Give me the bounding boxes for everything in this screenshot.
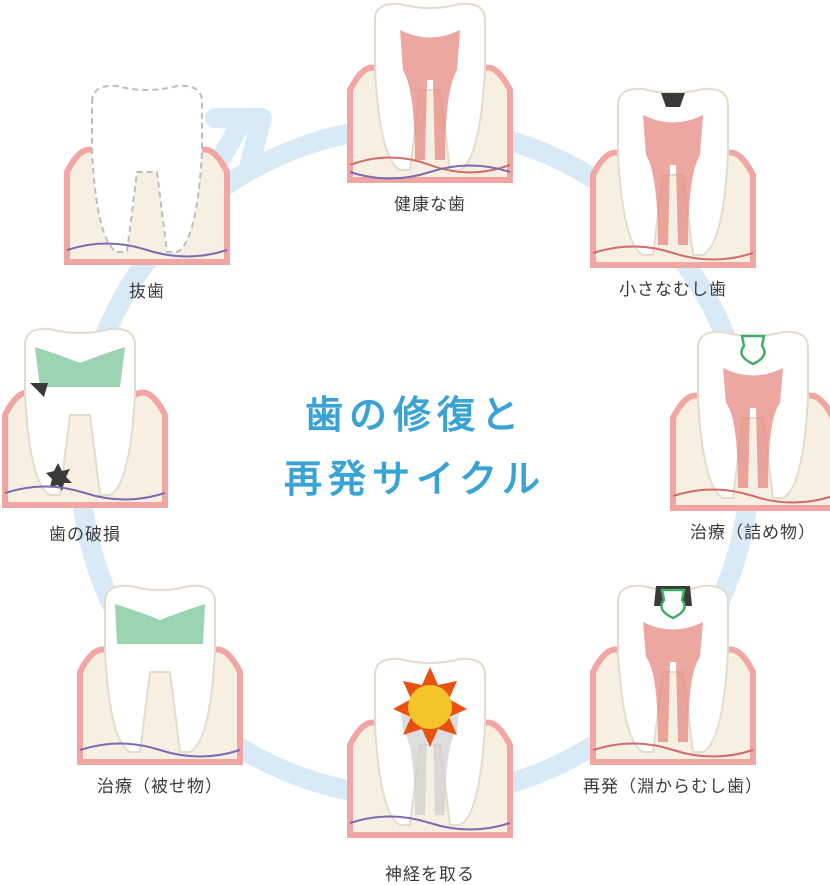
stage-nerve-removal: 神経を取る — [345, 655, 515, 885]
pulpitis-tooth-icon — [347, 657, 513, 838]
stage-small-cavity: 小さなむし歯 — [588, 85, 758, 300]
diagram-subtitle: 再発サイクル — [215, 448, 615, 503]
stage-label-recurrence: 再発（淵からむし歯） — [583, 777, 763, 797]
title-line-2: 再発サイクル — [283, 457, 547, 501]
diagram-title: 歯の修復と — [215, 384, 615, 439]
stage-healthy: 健康な歯 — [345, 0, 515, 215]
stage-label-healthy: 健康な歯 — [394, 195, 466, 215]
stage-extraction: 抜歯 — [62, 82, 232, 302]
stage-label-extraction: 抜歯 — [129, 282, 165, 302]
small-cavity-tooth-icon — [590, 87, 756, 268]
stage-label-fracture: 歯の破損 — [49, 525, 121, 545]
stage-filling: 治療（詰め物） — [668, 328, 830, 543]
filled-tooth-icon — [670, 330, 830, 511]
healthy-tooth-icon — [347, 2, 513, 183]
extracted-tooth-icon — [64, 84, 230, 265]
stage-fracture: 歯の破損 — [0, 325, 170, 545]
stage-label-nerve-removal: 神経を取る — [385, 865, 475, 885]
stage-label-small-cavity: 小さなむし歯 — [619, 280, 727, 300]
stage-recurrence: 再発（淵からむし歯） — [583, 582, 762, 797]
crowned-tooth-icon — [77, 584, 243, 765]
stage-crown: 治療（被せ物） — [75, 582, 245, 797]
broken-tooth-icon — [2, 327, 168, 508]
stage-label-crown: 治療（被せ物） — [97, 777, 223, 797]
stage-label-filling: 治療（詰め物） — [690, 523, 816, 543]
recurrent-cavity-tooth-icon — [590, 584, 756, 765]
title-line-1: 歯の修復と — [304, 393, 525, 437]
